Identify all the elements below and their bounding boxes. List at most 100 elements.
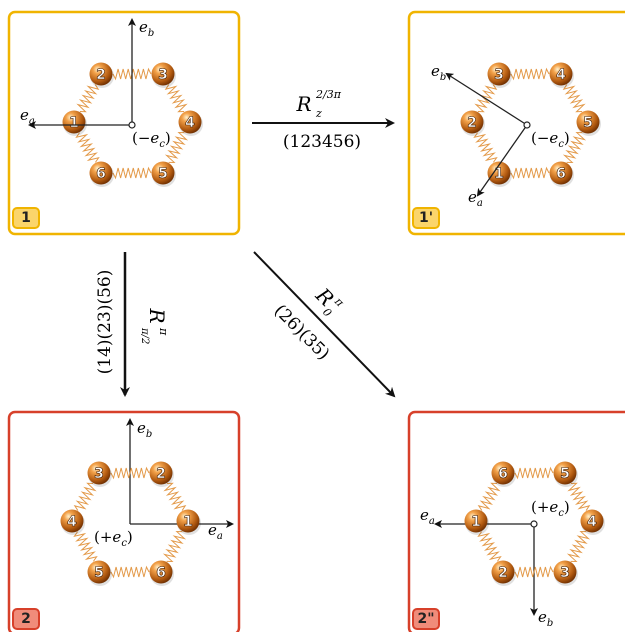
bead-label: 3 <box>94 466 104 482</box>
bead-ball <box>576 110 600 134</box>
bead-label: 6 <box>156 565 166 581</box>
spring <box>566 531 591 562</box>
panel-tag-2: 2 <box>12 608 40 630</box>
bead-5: 5 <box>87 560 112 586</box>
bead-ball <box>580 509 604 533</box>
bead-5: 5 <box>553 461 578 487</box>
spring <box>567 482 591 511</box>
spring <box>73 531 98 562</box>
bead-4: 4 <box>549 62 574 88</box>
bead-label: 6 <box>498 466 508 482</box>
bead-2: 2 <box>89 62 114 88</box>
axis-a-label: ea <box>468 188 483 209</box>
spring <box>514 466 554 480</box>
operator-subscript: π/2 <box>139 327 150 344</box>
operator-symbol: R <box>145 307 169 323</box>
bead-label: 6 <box>556 166 566 182</box>
axis-a <box>476 124 528 197</box>
panel-tag-1-prime: 1' <box>412 207 440 229</box>
axis-b-label: eb <box>538 608 553 629</box>
bead-ball <box>487 62 511 86</box>
bead-ball <box>491 461 515 485</box>
transform-label-1: R 2/3π z (123456) <box>283 88 361 152</box>
spring <box>162 531 187 562</box>
bead-ball <box>178 110 202 134</box>
bead-ball <box>491 560 515 584</box>
axis-b <box>445 72 528 126</box>
bead-3: 3 <box>87 461 112 487</box>
permutation-label: (123456) <box>283 132 361 152</box>
spring <box>514 565 554 579</box>
bead-4: 4 <box>580 509 605 535</box>
operator-superscript: π <box>157 327 170 336</box>
operator-symbol: R <box>295 92 311 116</box>
permutation-label: (14)(23)(56) <box>95 270 115 375</box>
bead-4: 4 <box>178 110 203 136</box>
bead-4: 4 <box>60 509 85 535</box>
bead-ball <box>62 110 86 134</box>
bead-label: 5 <box>583 115 593 131</box>
bead-2: 2 <box>491 560 516 586</box>
bead-label: 2 <box>156 466 166 482</box>
axis-c-label: (+ec) <box>531 498 570 519</box>
transform-label-3: R π 0 <box>310 283 346 320</box>
spring <box>510 166 550 180</box>
bead-label: 1 <box>69 115 79 131</box>
bead-label: 2 <box>498 565 508 581</box>
bead-ball <box>176 509 200 533</box>
bead-ball <box>549 161 573 185</box>
spring <box>110 466 150 480</box>
transform-label-2: (14)(23)(56) <box>95 270 115 375</box>
axis-a-label: ea <box>208 521 223 542</box>
bead-5: 5 <box>576 110 601 136</box>
bead-label: 5 <box>158 166 168 182</box>
axis-a-label: ea <box>420 506 435 527</box>
bead-6: 6 <box>89 161 114 187</box>
axis-origin <box>523 121 531 129</box>
transform-arrow-diagonal <box>253 251 396 398</box>
axis-c-label: (−ec) <box>132 129 171 150</box>
spring <box>73 482 97 511</box>
axis-c-label: (−ec) <box>531 129 570 150</box>
bead-label: 1 <box>471 514 481 530</box>
spring <box>164 132 189 163</box>
bead-ball <box>549 62 573 86</box>
axis-b-label: eb <box>139 18 154 39</box>
bead-6: 6 <box>491 461 516 487</box>
bead-label: 3 <box>158 67 168 83</box>
spring <box>75 132 100 163</box>
bead-3: 3 <box>151 62 176 88</box>
spring <box>477 531 502 562</box>
spring <box>110 565 150 579</box>
bead-label: 4 <box>67 514 77 530</box>
bead-ball <box>460 110 484 134</box>
bead-label: 6 <box>96 166 106 182</box>
bead-label: 1 <box>183 514 193 530</box>
bead-ball <box>149 560 173 584</box>
bead-label: 4 <box>587 514 597 530</box>
spring <box>76 84 100 113</box>
bead-ball <box>464 509 488 533</box>
bead-6: 6 <box>549 161 574 187</box>
axis-origin <box>128 121 136 129</box>
bead-2: 2 <box>149 461 174 487</box>
transform-label-2-operator: R π π/2 <box>139 307 170 344</box>
bead-ball <box>60 509 84 533</box>
bead-5: 5 <box>151 161 176 187</box>
bead-1: 1 <box>464 509 489 535</box>
operator-subscript: z <box>315 107 322 120</box>
panel-tag-2-double-prime: 2" <box>412 608 440 630</box>
axis-a-label: ea <box>20 106 35 127</box>
bead-ball <box>87 461 111 485</box>
bead-label: 5 <box>560 466 570 482</box>
axis-c-label: (+ec) <box>94 528 133 549</box>
bead-ball <box>89 161 113 185</box>
operator-superscript: 2/3π <box>315 88 342 101</box>
spring <box>562 132 587 163</box>
axis-origin <box>530 520 538 528</box>
bead-ball <box>87 560 111 584</box>
